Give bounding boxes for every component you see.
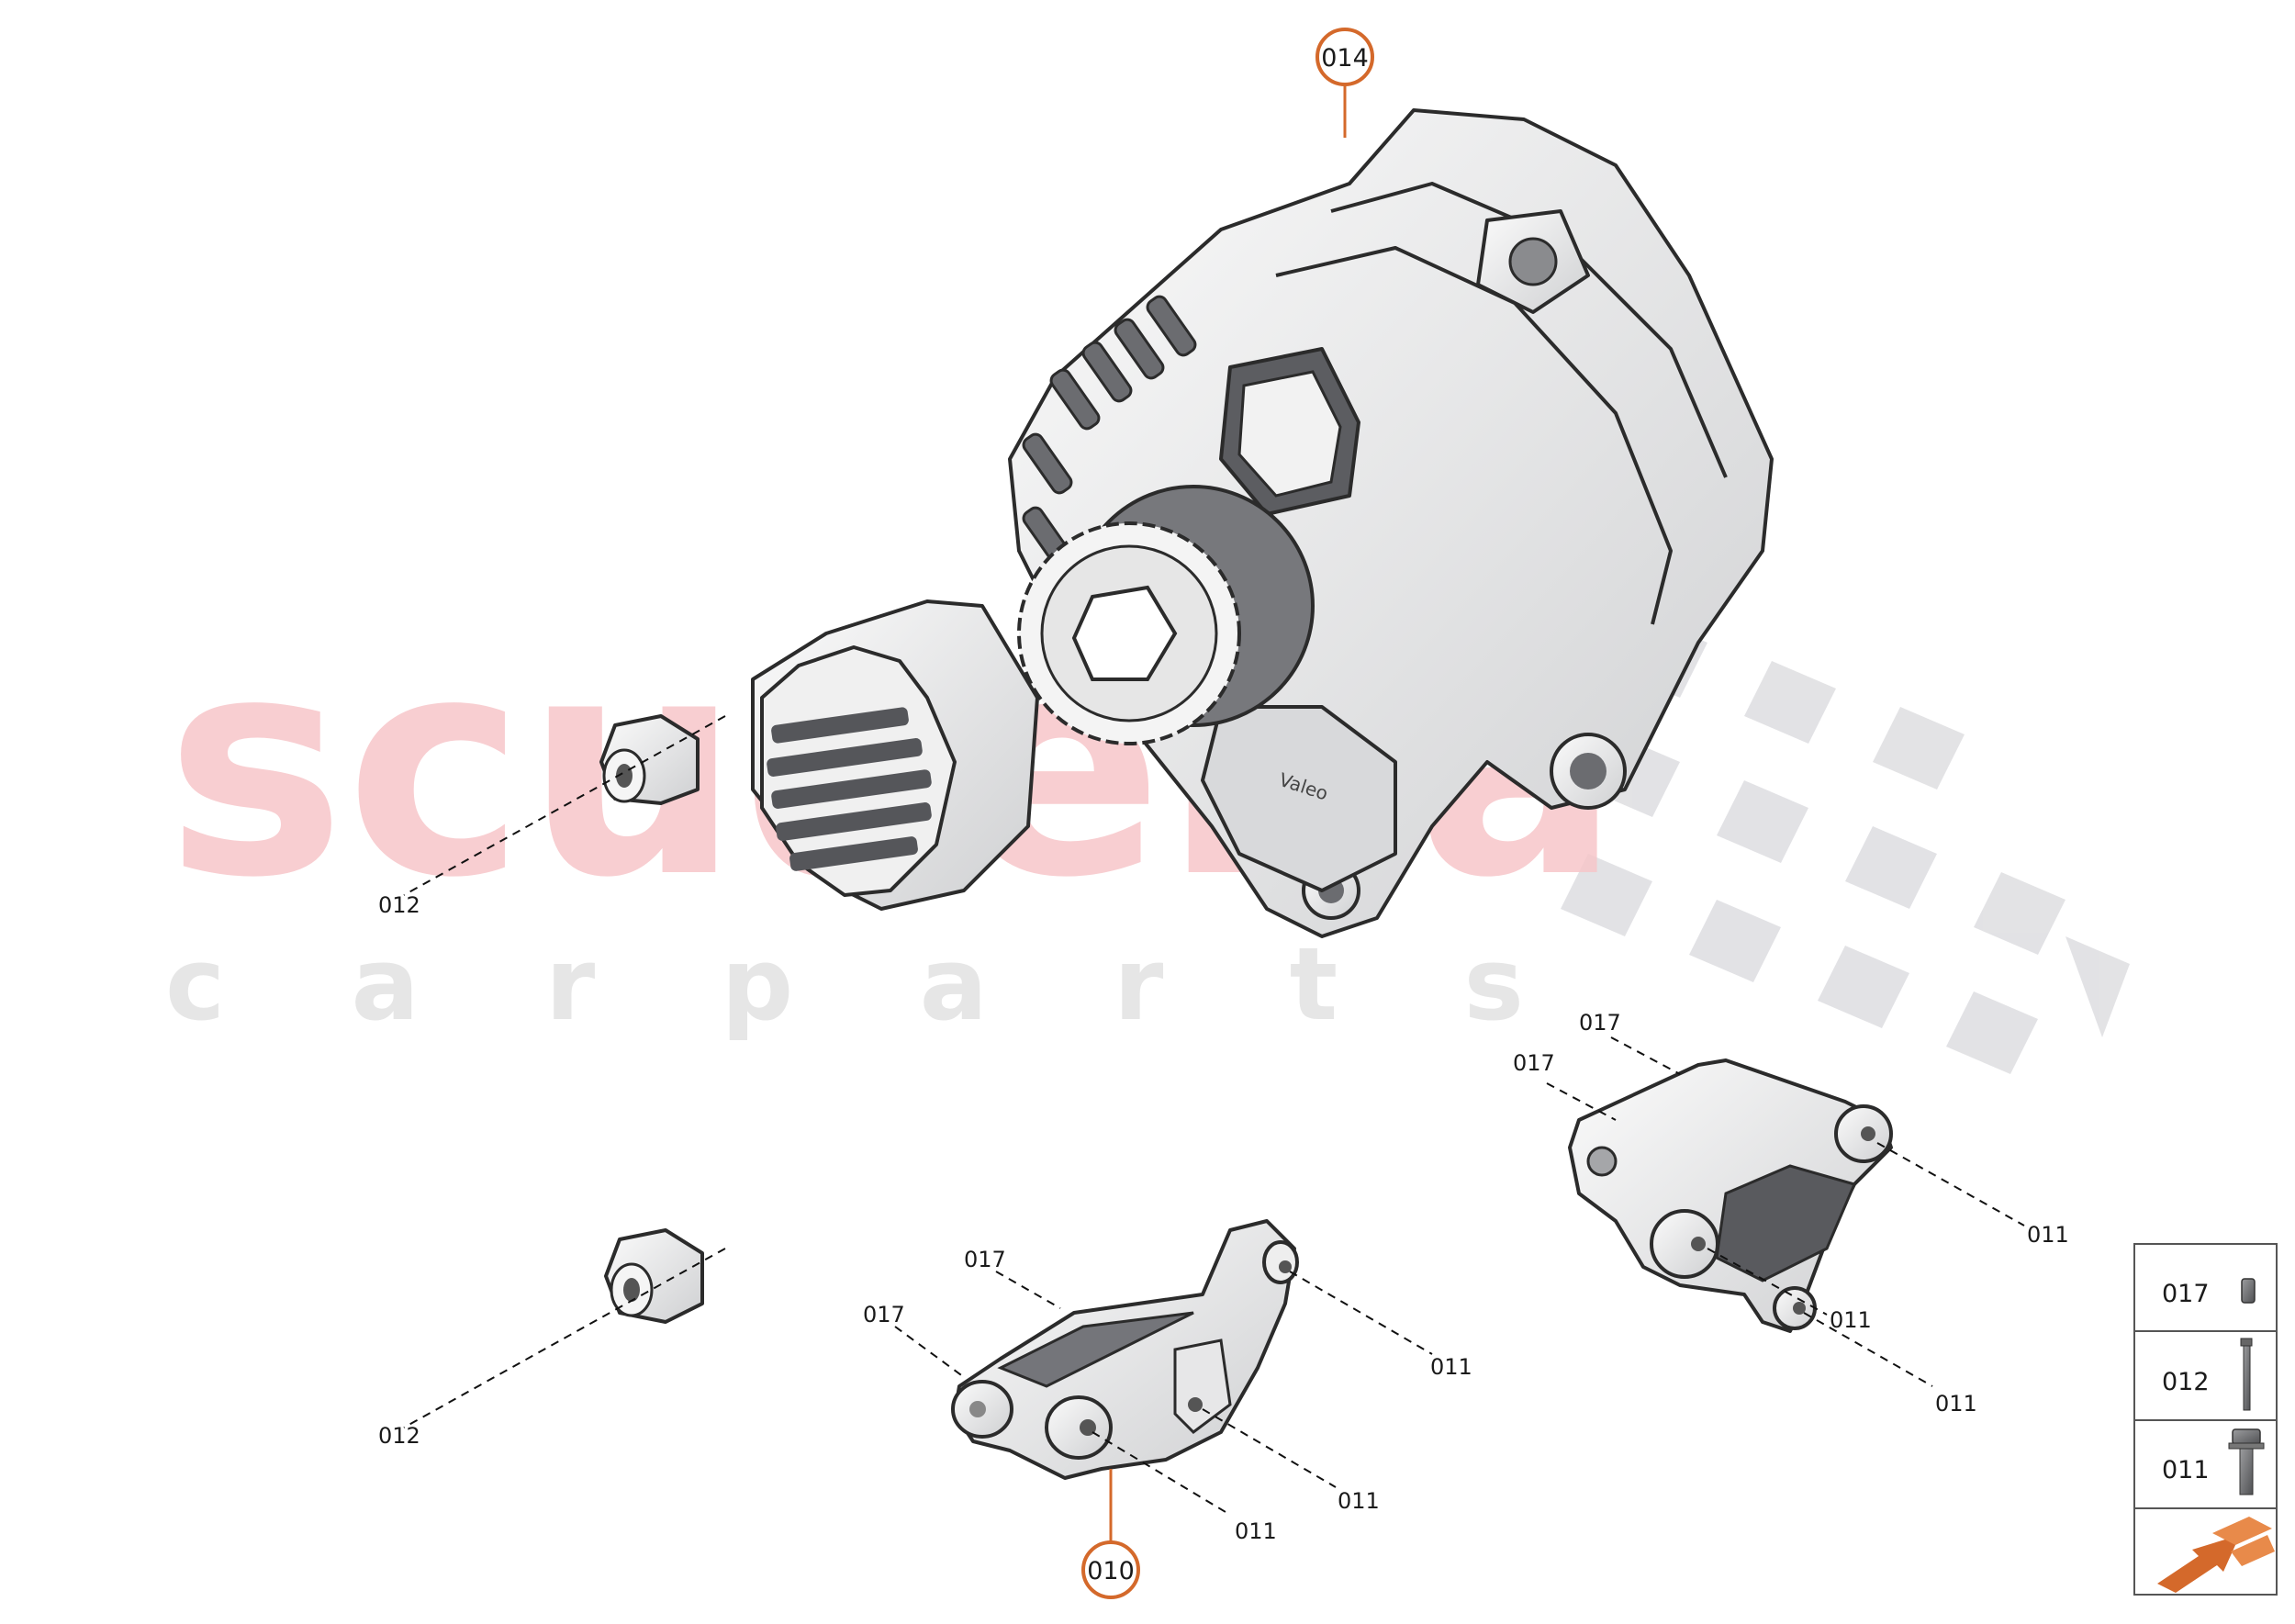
bushing [1262,1240,1299,1284]
callout-label[interactable]: 012 [378,892,420,918]
nut-lower[interactable] [604,1228,704,1324]
stud-icon [2240,1338,2253,1411]
alternator-assembly[interactable]: Valeo [1008,108,1774,938]
bushing [1773,1286,1817,1330]
legend-item-012[interactable]: 012 [2162,1338,2253,1411]
callout-label[interactable]: 017 [863,1302,905,1327]
upper-bracket[interactable] [1568,1058,1893,1333]
legend-code: 017 [2162,1280,2210,1308]
bushing [1045,1395,1113,1460]
pulley[interactable] [1017,485,1315,745]
legend-item-017[interactable]: 017 [2162,1278,2256,1308]
legend-item-011[interactable]: 011 [2162,1428,2265,1495]
checkered-flag-watermark [1561,615,2130,1074]
cooling-fins [1022,295,1197,568]
bolt-icon [2228,1428,2265,1495]
callout-label[interactable]: 011 [1235,1518,1277,1544]
callout-label[interactable]: 011 [1430,1354,1472,1380]
callout-label[interactable]: 011 [2027,1222,2069,1248]
direction-arrow-icon [2157,1517,2275,1593]
callout-label[interactable]: 012 [378,1423,420,1449]
legend-code: 011 [2162,1456,2210,1484]
legend-code: 012 [2162,1368,2210,1396]
bushing [1650,1209,1719,1279]
watermark-tagline: c a r p a r t s [165,925,1524,1043]
callout-010[interactable]: 010 [1081,1469,1140,1599]
parts-legend: 017 012 011 [2133,1243,2278,1596]
callout-label[interactable]: 017 [1513,1050,1555,1076]
callout-label[interactable]: 017 [1579,1010,1621,1036]
callout-010-label: 010 [1087,1557,1135,1585]
spacer-icon [2241,1278,2256,1304]
callout-label[interactable]: 011 [1830,1307,1872,1333]
callout-014-label: 014 [1321,44,1369,73]
leader-lines [403,715,2025,1516]
callout-label[interactable]: 011 [1338,1488,1380,1514]
callout-label[interactable]: 017 [964,1247,1006,1272]
nut-upper[interactable] [599,714,700,805]
bushing [1834,1104,1893,1163]
splined-coupler[interactable] [751,599,1039,911]
callout-014[interactable]: 014 [1315,28,1374,138]
callout-label[interactable]: 011 [1935,1391,1977,1417]
bushing [951,1380,1013,1439]
spline-teeth [767,707,932,871]
callout-labels: 012 012 017 017 011 011 011 017 017 011 … [378,892,2069,1544]
